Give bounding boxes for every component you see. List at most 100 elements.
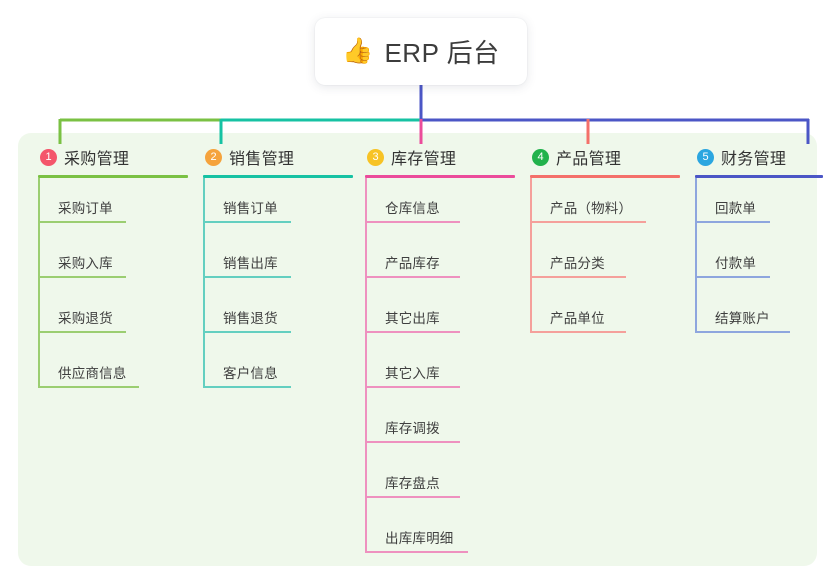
leaf-node[interactable]: 客户信息 [203, 343, 353, 398]
branch-header[interactable]: 1 采购管理 [38, 145, 188, 169]
branch-leaf-list: 产品（物料） 产品分类产品单位 [530, 178, 680, 343]
branch-trunk-line [38, 178, 40, 388]
leaf-node[interactable]: 产品分类 [530, 233, 680, 288]
leaf-node-label: 采购入库 [58, 256, 113, 271]
branch-column: 1 采购管理采购订单采购入库采购退货供应商信息 [38, 145, 188, 398]
leaf-node-label: 产品单位 [550, 311, 605, 326]
leaf-node-rule [365, 496, 460, 498]
leaf-node-rule [203, 276, 291, 278]
leaf-node-label: 产品库存 [385, 256, 440, 271]
leaf-node[interactable]: 产品库存 [365, 233, 515, 288]
leaf-node-rule [695, 331, 790, 333]
leaf-node-rule [695, 276, 770, 278]
leaf-node-label: 仓库信息 [385, 201, 440, 216]
branch-leaf-list: 采购订单采购入库采购退货供应商信息 [38, 178, 188, 398]
branch-index-badge: 2 [205, 148, 222, 166]
branch-leaf-list: 回款单付款单结算账户 [695, 178, 823, 343]
branch-header-rule [203, 175, 353, 178]
leaf-node[interactable]: 出库库明细 [365, 508, 515, 563]
leaf-node-rule [365, 331, 460, 333]
leaf-node[interactable]: 产品（物料） [530, 178, 680, 233]
branch-header-rule [695, 175, 823, 178]
leaf-node[interactable]: 供应商信息 [38, 343, 188, 398]
branch-header[interactable]: 5 财务管理 [695, 145, 823, 169]
leaf-node-rule [203, 331, 291, 333]
leaf-node-label: 付款单 [715, 256, 757, 271]
leaf-node[interactable]: 回款单 [695, 178, 823, 233]
branches-panel [18, 133, 817, 566]
leaf-node-rule [365, 441, 460, 443]
branch-index-badge: 1 [40, 148, 57, 166]
branch-title: 销售管理 [229, 151, 295, 168]
branch-leaf-list: 销售订单销售出库销售退货客户信息 [203, 178, 353, 398]
branch-header[interactable]: 2 销售管理 [203, 145, 353, 169]
leaf-node[interactable]: 采购退货 [38, 288, 188, 343]
leaf-node-rule [365, 221, 460, 223]
branch-title: 库存管理 [391, 151, 457, 168]
leaf-node[interactable]: 其它出库 [365, 288, 515, 343]
leaf-node[interactable]: 采购订单 [38, 178, 188, 233]
leaf-node-rule [365, 551, 468, 553]
leaf-node-label: 销售出库 [223, 256, 278, 271]
leaf-node-label: 其它出库 [385, 311, 440, 326]
leaf-node-label: 出库库明细 [385, 531, 454, 546]
branch-trunk-line [203, 178, 205, 388]
thumbs-up-icon: 👍 [342, 37, 374, 65]
leaf-node[interactable]: 结算账户 [695, 288, 823, 343]
branch-column: 4 产品管理产品（物料） 产品分类产品单位 [530, 145, 680, 343]
branch-trunk-line [695, 178, 697, 333]
branch-column: 5 财务管理回款单付款单结算账户 [695, 145, 823, 343]
leaf-node-label: 回款单 [715, 201, 757, 216]
leaf-node[interactable]: 销售退货 [203, 288, 353, 343]
leaf-node[interactable]: 销售订单 [203, 178, 353, 233]
leaf-node-rule [38, 386, 139, 388]
leaf-node[interactable]: 库存盘点 [365, 453, 515, 508]
branch-title: 财务管理 [721, 151, 787, 168]
branch-header-rule [365, 175, 515, 178]
leaf-node-rule [203, 221, 291, 223]
leaf-node-label: 销售订单 [223, 201, 278, 216]
leaf-node[interactable]: 销售出库 [203, 233, 353, 288]
root-node-card[interactable]: 👍 ERP 后台 [315, 18, 527, 85]
leaf-node-label: 结算账户 [715, 311, 770, 326]
leaf-node-rule [530, 221, 646, 223]
leaf-node-rule [38, 276, 126, 278]
branch-column: 2 销售管理销售订单销售出库销售退货客户信息 [203, 145, 353, 398]
leaf-node-label: 采购订单 [58, 201, 113, 216]
branch-trunk-line [530, 178, 532, 333]
leaf-node-label: 产品（物料） [550, 201, 633, 216]
leaf-node-label: 产品分类 [550, 256, 605, 271]
leaf-node-rule [38, 331, 126, 333]
branch-index-badge: 3 [367, 148, 384, 166]
root-node-title: ERP 后台 [384, 38, 500, 68]
leaf-node[interactable]: 其它入库 [365, 343, 515, 398]
branch-leaf-list: 仓库信息产品库存其它出库其它入库库存调拨库存盘点出库库明细 [365, 178, 515, 563]
branch-header[interactable]: 4 产品管理 [530, 145, 680, 169]
branch-column: 3 库存管理仓库信息产品库存其它出库其它入库库存调拨库存盘点出库库明细 [365, 145, 515, 563]
branch-header[interactable]: 3 库存管理 [365, 145, 515, 169]
leaf-node[interactable]: 付款单 [695, 233, 823, 288]
branch-title: 产品管理 [556, 151, 622, 168]
leaf-node-label: 采购退货 [58, 311, 113, 326]
branch-title: 采购管理 [64, 151, 130, 168]
branch-header-rule [530, 175, 680, 178]
branch-header-rule [38, 175, 188, 178]
leaf-node-label: 库存盘点 [385, 476, 440, 491]
leaf-node-rule [695, 221, 770, 223]
leaf-node-rule [530, 276, 626, 278]
branch-trunk-line [365, 178, 367, 553]
leaf-node-rule [365, 276, 460, 278]
branch-index-badge: 4 [532, 148, 549, 166]
leaf-node-rule [530, 331, 626, 333]
leaf-node[interactable]: 仓库信息 [365, 178, 515, 233]
leaf-node[interactable]: 采购入库 [38, 233, 188, 288]
branch-index-badge: 5 [697, 148, 714, 166]
leaf-node-label: 库存调拨 [385, 421, 440, 436]
leaf-node[interactable]: 产品单位 [530, 288, 680, 343]
leaf-node-label: 销售退货 [223, 311, 278, 326]
leaf-node-label: 其它入库 [385, 366, 440, 381]
leaf-node[interactable]: 库存调拨 [365, 398, 515, 453]
leaf-node-label: 供应商信息 [58, 366, 127, 381]
leaf-node-rule [38, 221, 126, 223]
